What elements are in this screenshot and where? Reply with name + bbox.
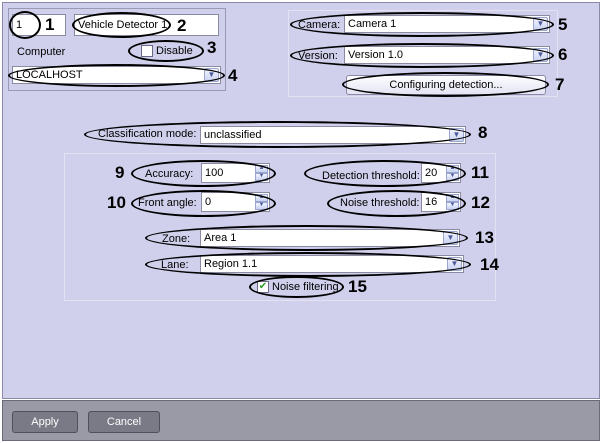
apply-button[interactable]: Apply (12, 411, 78, 433)
detection-threshold-spinbox[interactable]: 20 ▲ ▼ (421, 163, 461, 183)
chevron-down-icon[interactable]: ▼ (204, 68, 219, 82)
checkmark-icon: ✔ (258, 281, 268, 292)
camera-select-value: Camera 1 (348, 18, 397, 30)
chevron-down-icon[interactable]: ▼ (533, 17, 548, 31)
detection-threshold-value: 20 (425, 167, 438, 179)
object-groupbox (8, 8, 226, 91)
object-id-field[interactable]: 1 (12, 14, 66, 36)
callout-number-15: 15 (348, 277, 367, 296)
classification-mode-label: Classification mode: (98, 128, 197, 140)
classification-mode-select[interactable]: unclassified ▼ (200, 126, 466, 144)
computer-label: Computer (17, 46, 66, 58)
callout-number-2: 2 (177, 16, 187, 35)
noise-threshold-spinbox[interactable]: 16 ▲ ▼ (421, 192, 461, 212)
spin-down-icon[interactable]: ▼ (446, 202, 459, 210)
computer-select-value: LOCALHOST (16, 69, 83, 81)
callout-number-5: 5 (558, 15, 568, 34)
noise-filtering-label: Noise filtering (272, 281, 339, 293)
zone-select[interactable]: Area 1 ▼ (200, 229, 460, 247)
detection-threshold-label: Detection threshold: (322, 170, 420, 182)
front-angle-value: 0 (205, 196, 212, 208)
accuracy-spin-buttons[interactable]: ▲ ▼ (255, 165, 268, 181)
classification-mode-value: unclassified (204, 129, 262, 141)
lane-select[interactable]: Region 1.1 ▼ (200, 255, 464, 273)
configure-detection-button[interactable]: Configuring detection... (346, 75, 546, 95)
callout-number-1: 1 (45, 15, 55, 34)
detection-threshold-spin-buttons[interactable]: ▲ ▼ (446, 165, 459, 181)
callout-number-9: 9 (115, 163, 125, 182)
noise-filtering-checkbox[interactable]: ✔ (257, 281, 269, 293)
spin-up-icon[interactable]: ▲ (446, 194, 459, 202)
zone-label: Zone: (162, 233, 191, 245)
callout-number-7: 7 (555, 75, 565, 94)
zone-select-value: Area 1 (204, 232, 237, 244)
chevron-down-icon[interactable]: ▼ (449, 128, 464, 142)
spin-down-icon[interactable]: ▼ (255, 202, 268, 210)
camera-select[interactable]: Camera 1 ▼ (344, 15, 550, 33)
cancel-button[interactable]: Cancel (88, 411, 160, 433)
noise-threshold-spin-buttons[interactable]: ▲ ▼ (446, 194, 459, 210)
callout-number-10: 10 (107, 193, 126, 212)
spin-up-icon[interactable]: ▲ (255, 165, 268, 173)
callout-number-13: 13 (475, 228, 494, 247)
spin-down-icon[interactable]: ▼ (255, 173, 268, 181)
accuracy-value: 100 (205, 167, 224, 179)
camera-label: Camera: (298, 19, 341, 31)
callout-number-3: 3 (207, 38, 217, 57)
front-angle-spinbox[interactable]: 0 ▲ ▼ (201, 192, 270, 212)
chevron-down-icon[interactable]: ▼ (443, 231, 458, 245)
computer-select[interactable]: LOCALHOST ▼ (12, 66, 221, 84)
lane-select-value: Region 1.1 (204, 258, 258, 270)
disable-label: Disable (156, 45, 193, 57)
front-angle-label: Front angle: (138, 197, 197, 209)
lane-label: Lane: (161, 259, 189, 271)
chevron-down-icon[interactable]: ▼ (533, 48, 548, 62)
callout-number-11: 11 (471, 163, 489, 182)
accuracy-spinbox[interactable]: 100 ▲ ▼ (201, 163, 270, 183)
callout-number-12: 12 (471, 193, 490, 212)
version-label: Version: (298, 50, 338, 62)
callout-number-8: 8 (478, 123, 488, 142)
detection-params-groupbox (64, 153, 496, 301)
callout-number-4: 4 (228, 66, 238, 85)
version-select[interactable]: Version 1.0 ▼ (344, 46, 550, 64)
accuracy-label: Accuracy: (145, 168, 194, 180)
version-select-value: Version 1.0 (348, 49, 404, 61)
front-angle-spin-buttons[interactable]: ▲ ▼ (255, 194, 268, 210)
callout-number-14: 14 (480, 255, 499, 274)
spin-down-icon[interactable]: ▼ (446, 173, 459, 181)
spin-up-icon[interactable]: ▲ (255, 194, 268, 202)
callout-number-6: 6 (558, 45, 568, 64)
object-name-field[interactable]: Vehicle Detector 1 (74, 14, 219, 36)
noise-threshold-value: 16 (425, 196, 438, 208)
noise-threshold-label: Noise threshold: (340, 197, 420, 209)
chevron-down-icon[interactable]: ▼ (447, 257, 462, 271)
disable-checkbox[interactable] (141, 45, 153, 57)
spin-up-icon[interactable]: ▲ (446, 165, 459, 173)
